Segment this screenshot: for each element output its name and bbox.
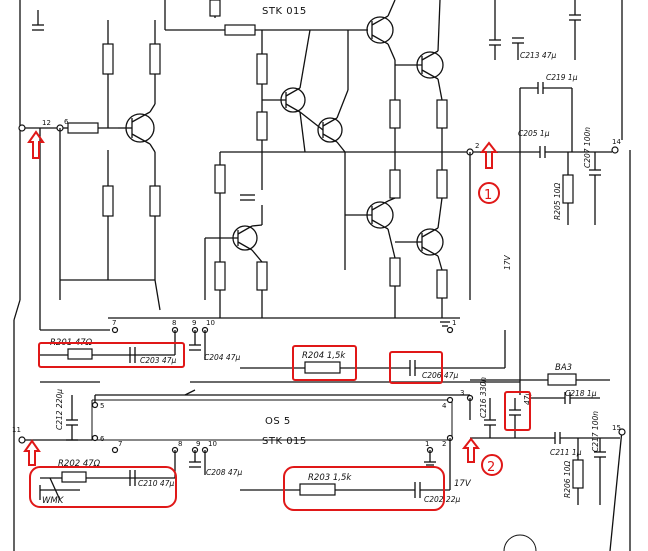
marker-1 bbox=[478, 182, 500, 204]
pin-label-7-top: 7 bbox=[112, 319, 116, 327]
marker-2 bbox=[481, 454, 503, 476]
highlight-r201-c203 bbox=[38, 342, 185, 368]
terminal-label-14: 14 bbox=[612, 138, 621, 146]
highlight-r203-c202 bbox=[283, 466, 445, 511]
output-terminal-top bbox=[611, 146, 619, 154]
arrow-up-node-3 bbox=[461, 437, 481, 463]
label-c207: C207 100n bbox=[583, 127, 592, 168]
arrow-up-node-2 bbox=[479, 141, 499, 169]
transistor-q3 bbox=[317, 117, 343, 143]
pin-label-10-top: 10 bbox=[206, 319, 215, 327]
label-c205: C205 1μ bbox=[518, 129, 550, 138]
label-rail-bottom: 17V bbox=[454, 479, 472, 489]
transistor-q1 bbox=[118, 111, 155, 145]
label-r206: R206 10Ω bbox=[563, 461, 572, 498]
terminal-label-11: 11 bbox=[12, 426, 21, 434]
arrow-up-left-bottom bbox=[23, 439, 41, 466]
pin-label-10-bottom: 10 bbox=[208, 440, 217, 448]
pin-label-9-bottom: 9 bbox=[196, 440, 200, 448]
bottom-chip-part: STK 015 bbox=[262, 436, 307, 447]
pin-label-3-bottom: 3 bbox=[460, 389, 464, 397]
bottom-chip-title: OS 5 bbox=[265, 416, 291, 427]
pin-label-4-bottom: 4 bbox=[442, 402, 447, 410]
terminal-label-12: 12 bbox=[42, 119, 51, 127]
label-wmk: WMK bbox=[42, 496, 65, 506]
pin-label-1-bottom: 1 bbox=[425, 440, 429, 448]
label-c217: C217 100n bbox=[591, 411, 600, 452]
red-annotations: 1 2 bbox=[23, 130, 531, 511]
highlight-r202-c210 bbox=[29, 466, 177, 508]
terminal-label-15: 15 bbox=[612, 424, 621, 432]
label-rail-top: 17V bbox=[503, 254, 512, 270]
bottom-amplifier: OS 5 STK 015 11 5 6 7 8 9 10 1 2 4 3 C21… bbox=[12, 389, 474, 506]
marker-2-label: 2 bbox=[487, 460, 495, 475]
label-c208: C208 47μ bbox=[206, 468, 242, 477]
top-pins: 12 6 2 7 8 9 10 1 STK 015 bbox=[42, 6, 479, 334]
pin-label-7-bottom: 7 bbox=[118, 440, 122, 448]
label-c206: C206 47μ bbox=[422, 371, 458, 380]
label-r202: R202 47Ω bbox=[58, 459, 101, 469]
label-c202: C202 22μ bbox=[424, 495, 460, 504]
output-terminal-bottom bbox=[618, 428, 626, 436]
pin-label-8-top: 8 bbox=[172, 319, 176, 327]
pin-label-6-bottom: 6 bbox=[100, 435, 105, 443]
pin-label-8-bottom: 8 bbox=[178, 440, 182, 448]
top-chip-label: STK 015 bbox=[262, 6, 307, 17]
label-c219: C219 1μ bbox=[546, 73, 578, 82]
pin-label-2-bottom: 2 bbox=[442, 440, 446, 448]
label-c47: 47μ bbox=[523, 390, 532, 405]
highlight-c206 bbox=[389, 351, 443, 384]
top-output-network: C213 47μ C219 1μ C205 1μ R205 10Ω C207 1… bbox=[32, 0, 621, 395]
input-terminal-bottom bbox=[18, 436, 26, 444]
label-c218: C218 1μ bbox=[565, 389, 597, 398]
pin-label-6-top: 6 bbox=[64, 118, 69, 126]
transistor-q4 bbox=[366, 15, 394, 45]
label-c210: C210 47μ bbox=[138, 479, 174, 488]
pin-label-2-top: 2 bbox=[475, 142, 479, 150]
label-c204: C204 47μ bbox=[204, 353, 240, 362]
arrow-up-left-top bbox=[27, 130, 45, 159]
label-c211: C211 1μ bbox=[550, 448, 582, 457]
top-amplifier bbox=[18, 0, 540, 331]
input-terminal-top bbox=[18, 124, 26, 132]
highlight-r204 bbox=[292, 345, 357, 381]
frame-wires bbox=[13, 0, 631, 551]
highlight-c47 bbox=[504, 391, 531, 431]
bottom-output-network: C216 330n 47μ C218 1μ C211 1μ C217 100n … bbox=[469, 377, 626, 551]
pin-label-5-bottom: 5 bbox=[100, 402, 104, 410]
label-r205: R205 10Ω bbox=[553, 183, 562, 220]
pin-label-9-top: 9 bbox=[192, 319, 196, 327]
label-c216: C216 330n bbox=[479, 377, 488, 418]
pin-label-1-top: 1 bbox=[452, 319, 456, 327]
label-c213: C213 47μ bbox=[520, 51, 556, 60]
label-r203: R203 1,5k bbox=[308, 473, 352, 483]
label-ba3: BA3 bbox=[555, 363, 572, 373]
label-c212: C212 220μ bbox=[55, 389, 64, 430]
label-r204: R204 1,5k bbox=[302, 351, 346, 361]
label-c203: C203 47μ bbox=[140, 356, 176, 365]
marker-1-label: 1 bbox=[484, 188, 492, 203]
